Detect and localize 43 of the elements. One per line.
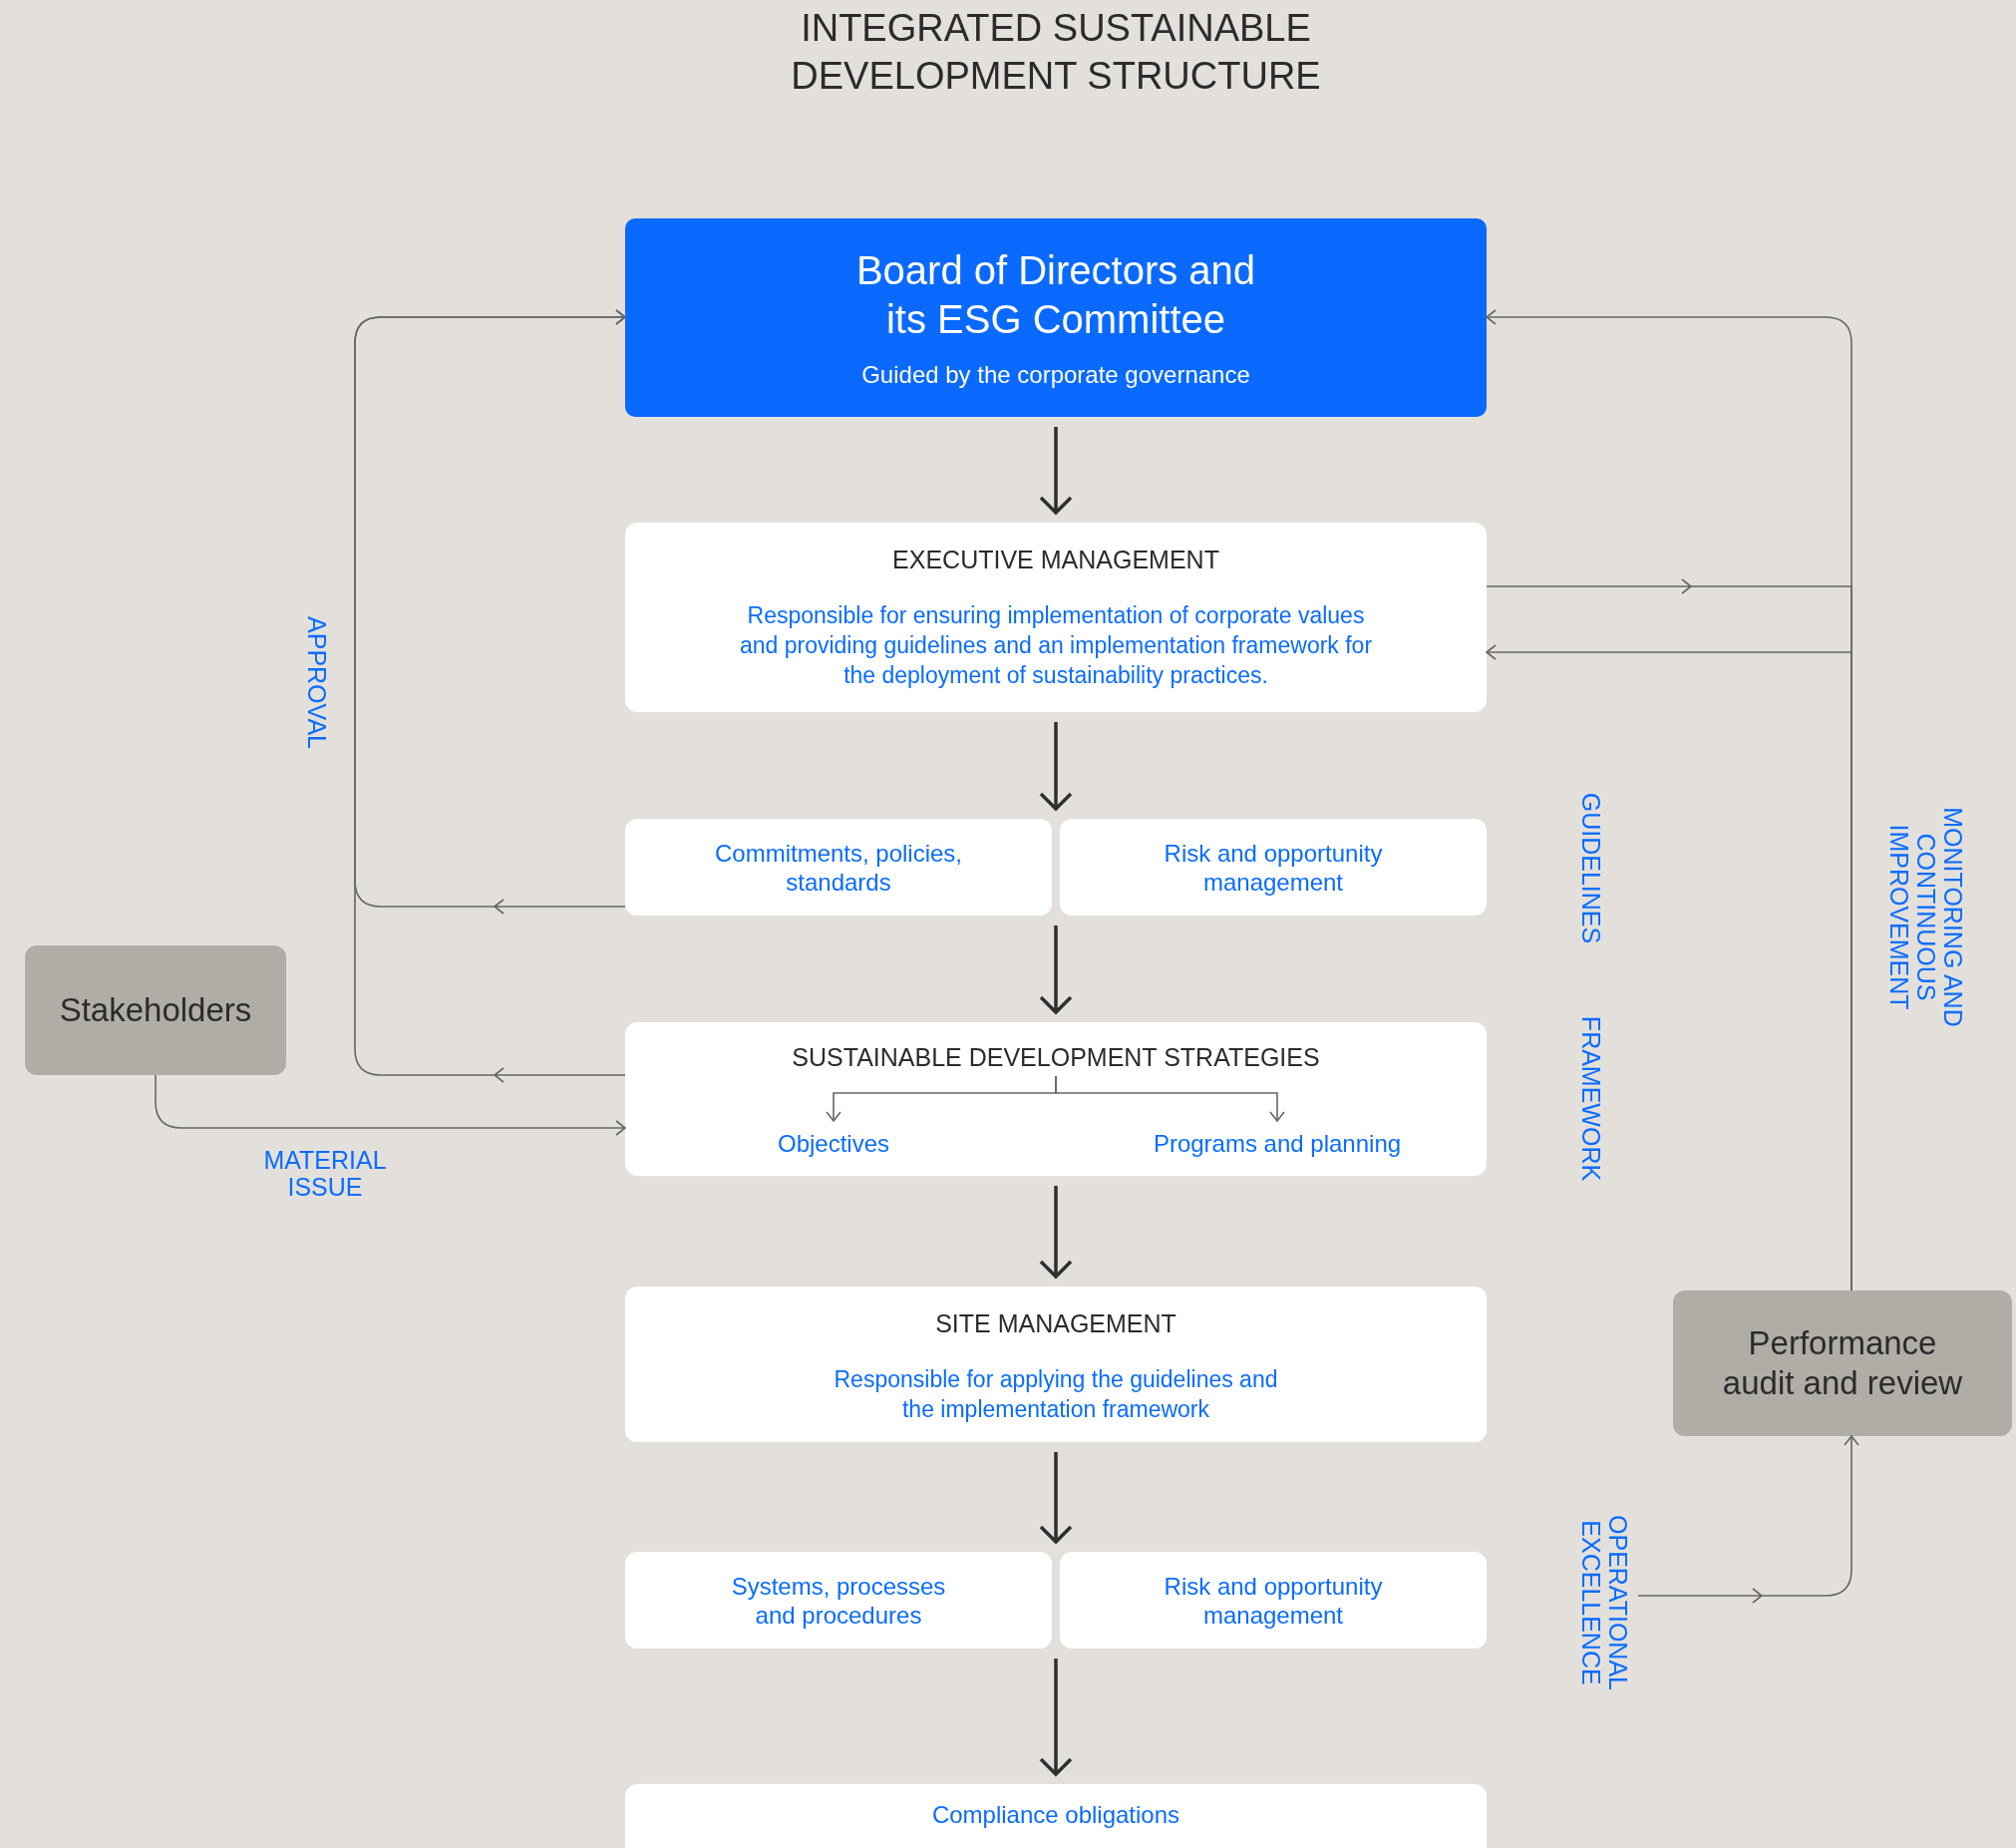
- down-arrow: [1039, 925, 1073, 1014]
- side-label: FRAMEWORK: [1576, 1014, 1604, 1183]
- box-label: Programs and planning: [1153, 1128, 1402, 1158]
- connector-arrow: [155, 1074, 626, 1136]
- box-label: Stakeholders: [59, 990, 252, 1030]
- audit-box: [1673, 1291, 2012, 1436]
- process-box: [625, 1552, 1052, 1649]
- management-box: [625, 523, 1487, 712]
- connector-arrow: [1055, 1075, 1285, 1122]
- box-label: Commitments, policies, standards: [713, 838, 964, 897]
- process-box: [1060, 819, 1487, 916]
- box-label: Performance audit and review: [1721, 1323, 1964, 1403]
- board-box: [625, 218, 1487, 417]
- box-label: Risk and opportunity management: [1163, 1571, 1384, 1630]
- box-heading: SITE MANAGEMENT: [935, 1308, 1176, 1338]
- diagram-title: INTEGRATED SUSTAINABLE DEVELOPMENT STRUCTURE: [790, 6, 1322, 99]
- box-label: Systems, processes and procedures: [730, 1571, 947, 1630]
- process-box: [1060, 1552, 1487, 1649]
- box-label: Risk and opportunity management: [1163, 838, 1384, 897]
- process-box: [625, 819, 1052, 916]
- box-subtitle: Guided by the corporate governance: [861, 359, 1250, 390]
- strategy-box: [625, 1022, 1487, 1176]
- edge-label: MATERIAL ISSUE: [262, 1147, 388, 1201]
- box-label: Compliance obligations: [931, 1800, 1180, 1829]
- connector-arrow: [1637, 1435, 1859, 1604]
- box-heading: EXECUTIVE MANAGEMENT: [892, 545, 1219, 574]
- stakeholder-box: [25, 945, 286, 1075]
- edge-label: MONITORING AND CONTINUOUS IMPROVEMENT: [1884, 805, 1966, 1029]
- box-heading: SUSTAINABLE DEVELOPMENT STRATEGIES: [792, 1042, 1320, 1072]
- box-heading: Board of Directors and its ESG Committee: [854, 246, 1257, 343]
- management-box: [625, 1287, 1487, 1442]
- rotated-label: OPERATIONAL EXCELLENCE: [1577, 1514, 1631, 1692]
- down-arrow: [1039, 1659, 1073, 1776]
- box-description: Responsible for ensuring implementation of corporate values and providing guidelines and an implementation framework for the deployment of sustainability practices.: [738, 601, 1374, 690]
- connector-arrow: [354, 309, 626, 1083]
- down-arrow: [1039, 1186, 1073, 1279]
- edge-label: APPROVAL: [302, 614, 330, 751]
- box-label: Objectives: [777, 1128, 889, 1158]
- down-arrow: [1039, 722, 1073, 811]
- box-description: Responsible for applying the guidelines and the implementation framework: [833, 1365, 1279, 1424]
- side-label: GUIDELINES: [1576, 791, 1604, 945]
- down-arrow: [1039, 427, 1073, 515]
- down-arrow: [1039, 1452, 1073, 1544]
